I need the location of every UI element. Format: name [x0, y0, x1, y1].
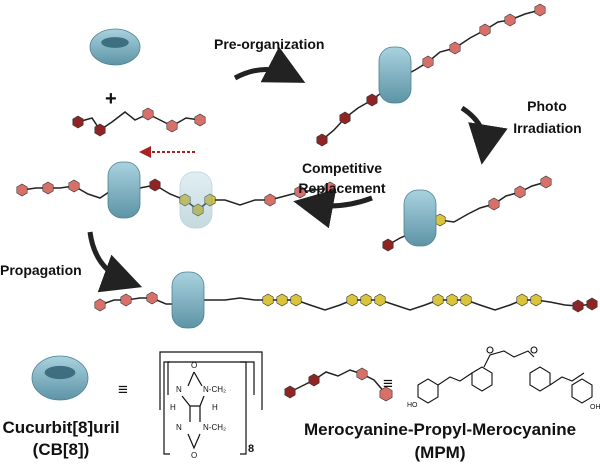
chromophore-unit [166, 119, 178, 133]
equivalence-sign-cb8: ≡ [118, 380, 128, 399]
svg-text:O: O [191, 451, 197, 460]
propagation-arrow [87, 231, 143, 293]
chromophore-unit [379, 386, 393, 402]
svg-text:N: N [176, 423, 182, 432]
chromophore-unit [366, 93, 378, 107]
chromophore-unit [446, 293, 458, 307]
chromophore-unit [432, 293, 444, 307]
photo-irradiation-arrow [460, 105, 508, 165]
svg-text:N-CH₂: N-CH₂ [203, 423, 226, 432]
chromophore-unit [530, 293, 542, 307]
label-photo: Photo [527, 98, 567, 114]
chromophore-unit [586, 297, 598, 311]
label-replacement: Replacement [298, 180, 386, 196]
legend-cb8-ring [31, 355, 89, 401]
chromophore-unit [374, 293, 386, 307]
chromophore-unit [146, 291, 158, 305]
svg-text:HO: HO [407, 402, 418, 409]
chromophore-unit [449, 41, 461, 55]
chromophore-unit [504, 13, 516, 27]
equivalence-sign-mpm: ≡ [383, 374, 393, 393]
chromophore-unit [534, 3, 546, 17]
plus-sign: + [105, 88, 117, 110]
chromophore-unit [94, 123, 106, 137]
chromophore-unit [356, 367, 368, 381]
chromophore-unit [382, 238, 394, 252]
chromophore-unit [290, 293, 302, 307]
chromophore-unit [346, 293, 358, 307]
chromophore-unit [460, 293, 472, 307]
cb8-ring-complex [378, 46, 412, 104]
chromophore-unit [276, 293, 288, 307]
legend-mpm-chain [289, 369, 387, 395]
chromophore-unit [339, 111, 351, 125]
competitive-replacement-arrow [293, 188, 373, 229]
chromophore-unit [284, 385, 296, 399]
mpm-structure: HO OH [407, 346, 600, 411]
svg-text:H: H [212, 403, 218, 412]
cb8-structure: O N N-CH₂ H H N N-CH₂ O [159, 351, 263, 460]
pre-organization-arrow [233, 46, 306, 83]
chromophore-unit [68, 179, 80, 193]
label-irradiation: Irradiation [513, 120, 582, 136]
chromophore-unit [308, 373, 320, 387]
chromophore-unit [16, 183, 28, 197]
chromophore-unit [120, 293, 132, 307]
label-competitive: Competitive [301, 160, 383, 176]
chromophore-unit [72, 115, 84, 129]
svg-text:N-CH₂: N-CH₂ [203, 385, 226, 394]
chromophore-unit [422, 55, 434, 69]
chromophore-unit [142, 107, 154, 121]
chromophore-unit [264, 193, 276, 207]
svg-text:H: H [170, 403, 176, 412]
chromophore-unit [94, 298, 106, 312]
chromophore-unit [42, 181, 54, 195]
cb8-name: Cucurbit[8]uril [2, 418, 120, 437]
chromophore-unit [514, 185, 526, 199]
cb8-ring-ghost [179, 171, 213, 229]
cb8-ring-shifting [107, 161, 141, 219]
cb8-ring-propagation [171, 271, 205, 329]
chromophore-unit [149, 178, 161, 192]
chromophore-unit [488, 197, 500, 211]
chromophore-unit [540, 175, 552, 189]
chromophore-unit [194, 113, 206, 127]
cb8-repeat-count: 8 [248, 443, 255, 455]
mpm-abbreviation: (MPM) [414, 443, 466, 462]
chromophore-unit [572, 299, 584, 313]
mpm-name: Merocyanine-Propyl-Merocyanine [303, 420, 577, 439]
label-pre-organization: Pre-organization [214, 36, 325, 52]
svg-text:O: O [191, 361, 197, 370]
chromophore-unit [360, 293, 372, 307]
chromophore-unit [516, 293, 528, 307]
svg-text:OH: OH [590, 404, 600, 411]
chromophore-unit [479, 23, 491, 37]
cb8-ring-photoisomerized [403, 189, 437, 247]
chromophore-unit [262, 293, 274, 307]
cb8-abbreviation: (CB[8]) [32, 440, 90, 459]
free-cb8-ring [89, 28, 141, 66]
svg-text:N: N [176, 385, 182, 394]
label-propagation: Propagation [0, 262, 82, 278]
chromophore-unit [316, 133, 328, 147]
